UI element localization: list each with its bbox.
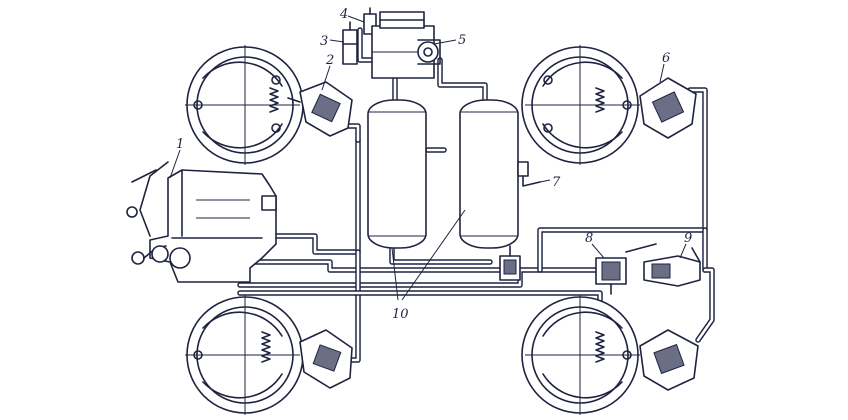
engine — [126, 161, 277, 283]
label-drain-cock: 7 — [552, 175, 561, 190]
brake-chamber-front-left — [287, 81, 353, 137]
brake-valve — [595, 243, 657, 295]
label-pressure-regulator: 3 — [320, 34, 328, 49]
pressure-regulator — [342, 21, 358, 65]
wheel-brake-rear-left — [185, 295, 304, 415]
brake-chamber-rear-right — [639, 329, 699, 391]
label-brake-chamber-front-left: 2 — [325, 53, 334, 68]
drain-cock — [517, 161, 541, 187]
pressure-gauge-valve — [499, 245, 521, 281]
label-engine: 1 — [176, 137, 184, 152]
wheel-brake-rear-right — [521, 295, 640, 415]
label-brake-valve: 8 — [585, 231, 593, 246]
air-receiver-right — [459, 99, 519, 249]
label-brake-chamber-front-right: 6 — [662, 51, 670, 66]
label-air-receivers: 10 — [392, 307, 409, 322]
label-safety-valve: 4 — [339, 7, 348, 22]
compressor — [371, 11, 441, 79]
trailer-coupling-head — [643, 247, 701, 287]
label-compressor: 5 — [458, 33, 466, 48]
part-labels: 1 2 3 4 5 6 7 8 9 10 — [169, 7, 692, 322]
air-receiver-left — [367, 99, 427, 249]
brake-chamber-front-right — [639, 77, 697, 139]
wheel-brake-front-left — [185, 45, 304, 165]
brake-chamber-rear-left — [299, 329, 353, 389]
wheel-brake-front-right — [521, 45, 640, 165]
label-trailer-coupling-head: 9 — [684, 231, 692, 246]
